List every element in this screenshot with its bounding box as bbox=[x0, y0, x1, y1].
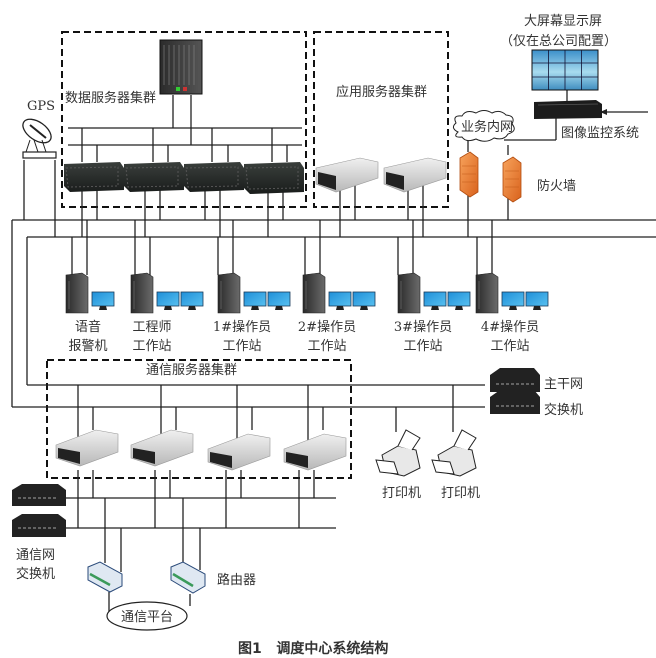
video-monitoring-label: 图像监控系统 bbox=[561, 126, 639, 141]
comm-switch-icon bbox=[12, 484, 66, 506]
firewall-label: 防火墙 bbox=[537, 178, 576, 194]
comm-platform-label: 通信平台 bbox=[121, 610, 173, 625]
workstation-label-line1: 4#操作员 bbox=[481, 319, 539, 335]
pc-tower-icon bbox=[302, 272, 326, 314]
business-intranet-label: 业务内网 bbox=[461, 119, 513, 135]
pc-tower-icon bbox=[130, 272, 154, 314]
monitor-icon bbox=[156, 291, 180, 310]
monitor-icon bbox=[91, 291, 115, 310]
data-server-icon bbox=[124, 162, 184, 192]
backbone-switch-label-2: 交换机 bbox=[544, 402, 583, 418]
comm-switch-icon bbox=[12, 514, 66, 537]
monitor-icon bbox=[267, 291, 291, 310]
app-server-icon bbox=[315, 157, 379, 193]
app-server-icon bbox=[383, 157, 447, 193]
workstation-label-line2: 工作站 bbox=[490, 339, 529, 354]
workstation-label-line2: 工作站 bbox=[403, 339, 442, 354]
workstation-label-line2: 报警机 bbox=[68, 338, 107, 354]
video-recorder-icon bbox=[534, 100, 602, 119]
data-server-group bbox=[64, 162, 304, 194]
firewall-icon bbox=[459, 151, 479, 198]
data-server-cluster-box bbox=[61, 31, 307, 208]
monitor-icon bbox=[447, 291, 471, 310]
app-server-cluster-box bbox=[313, 31, 449, 208]
gps-label: GPS bbox=[27, 99, 55, 114]
monitor-icon bbox=[501, 291, 525, 310]
video-wall-display-icon bbox=[531, 49, 599, 91]
router-label: 路由器 bbox=[217, 572, 256, 588]
pc-tower-icon bbox=[217, 272, 241, 314]
business-intranet-cloud: 业务内网 bbox=[452, 110, 515, 142]
workstation-label-line2: 工作站 bbox=[307, 339, 346, 354]
comm-server-cluster-box bbox=[46, 359, 352, 479]
workstation-label-line1: 2#操作员 bbox=[298, 319, 356, 335]
gps-antenna: GPS bbox=[22, 99, 57, 159]
firewall-group bbox=[459, 151, 522, 203]
backbone-switch-icon bbox=[490, 368, 540, 392]
comm-server-icon bbox=[283, 433, 347, 471]
app-server-group bbox=[315, 157, 447, 193]
monitor-icon bbox=[180, 291, 204, 310]
monitor-icon bbox=[328, 291, 352, 310]
workstation-label-line1: 工程师 bbox=[132, 320, 171, 335]
workstation-label-line1: 1#操作员 bbox=[213, 319, 271, 335]
big-screen-label: 大屏幕显示屏 bbox=[524, 14, 602, 29]
monitor-icon bbox=[352, 291, 376, 310]
pc-tower-icon bbox=[475, 272, 499, 314]
comm-server-cluster-label: 通信服务器集群 bbox=[146, 362, 237, 378]
app-server-cluster-label: 应用服务器集群 bbox=[336, 84, 427, 100]
comm-platform-ellipse bbox=[106, 601, 188, 631]
printer-icon bbox=[431, 429, 477, 477]
backbone-switch-label-1: 主干网 bbox=[544, 377, 583, 392]
workstation-group: 语音报警机工程师工作站1#操作员工作站2#操作员工作站3#操作员工作站4#操作员… bbox=[65, 272, 549, 354]
pc-tower-icon bbox=[65, 272, 89, 314]
comm-switch-label-2: 交换机 bbox=[16, 566, 55, 582]
monitor-icon bbox=[243, 291, 267, 310]
comm-switch-label-1: 通信网 bbox=[16, 548, 55, 563]
router-icon bbox=[87, 561, 123, 593]
figure-caption: 图1 调度中心系统结构 bbox=[238, 640, 388, 657]
printer-label-1: 打印机 bbox=[382, 486, 421, 501]
workstation-label-line2: 工作站 bbox=[222, 339, 261, 354]
blade-server-rack-icon bbox=[159, 39, 203, 95]
comm-server-group bbox=[55, 429, 347, 471]
printer-label-2: 打印机 bbox=[441, 486, 480, 501]
printer-icon bbox=[375, 429, 421, 477]
workstation-label-line1: 3#操作员 bbox=[394, 319, 452, 335]
monitor-icon bbox=[423, 291, 447, 310]
workstation-label-line2: 工作站 bbox=[132, 339, 171, 354]
backbone-switch-icon bbox=[490, 390, 540, 414]
pc-tower-icon bbox=[397, 272, 421, 314]
firewall-icon bbox=[502, 156, 522, 203]
workstation-label-line1: 语音 bbox=[75, 319, 101, 335]
router-icon bbox=[170, 561, 206, 594]
data-server-icon bbox=[244, 162, 304, 194]
network-wires bbox=[11, 80, 656, 612]
monitor-icon bbox=[525, 291, 549, 310]
data-server-icon bbox=[64, 162, 124, 192]
comm-server-icon bbox=[55, 429, 119, 467]
comm-server-icon bbox=[130, 429, 194, 467]
data-server-icon bbox=[184, 162, 244, 192]
big-screen-note: （仅在总公司配置） bbox=[500, 34, 617, 49]
comm-server-icon bbox=[207, 433, 271, 471]
data-server-cluster-label: 数据服务器集群 bbox=[65, 90, 156, 106]
